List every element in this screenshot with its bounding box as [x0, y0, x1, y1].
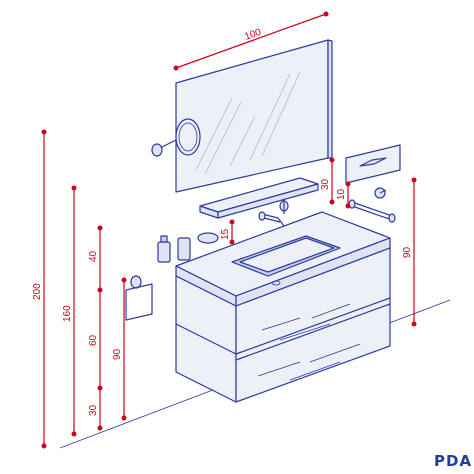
label-90-left: 90 — [112, 348, 123, 360]
dimension-30-shelf: 30 — [320, 157, 335, 205]
dimension-10: 10 — [336, 181, 351, 209]
towel-bar — [348, 199, 396, 223]
label-15: 15 — [220, 228, 231, 240]
towel-ring — [125, 275, 153, 321]
soap-dish — [197, 232, 219, 244]
dimension-stack-left: 40 60 30 — [88, 225, 103, 431]
wall-faucet — [258, 200, 289, 236]
glass-shelf — [199, 177, 319, 219]
mirror — [175, 39, 333, 193]
soap-dispenser — [157, 235, 171, 263]
label-mirror-width: 100 — [243, 27, 263, 43]
dimension-160: 160 — [62, 185, 77, 437]
pda-logo: PDA — [434, 452, 472, 470]
dimension-15: 15 — [220, 219, 235, 245]
dimension-mirror-width: 100 — [173, 11, 329, 71]
label-200: 200 — [32, 283, 43, 300]
label-60: 60 — [88, 334, 99, 346]
vanity-cabinet — [175, 211, 391, 403]
wall-panel — [345, 144, 401, 184]
label-40: 40 — [88, 250, 99, 262]
robe-hook — [374, 187, 387, 199]
dimension-90-left: 90 — [112, 277, 127, 421]
magnifying-mirror — [151, 118, 201, 157]
dimension-200: 200 — [32, 129, 47, 449]
dimension-90-right: 90 — [402, 177, 417, 327]
label-160: 160 — [62, 305, 73, 322]
label-90-right: 90 — [402, 246, 413, 258]
tumbler — [177, 237, 191, 261]
label-30: 30 — [88, 404, 99, 416]
label-10: 10 — [336, 188, 347, 200]
label-30-shelf: 30 — [320, 178, 331, 190]
